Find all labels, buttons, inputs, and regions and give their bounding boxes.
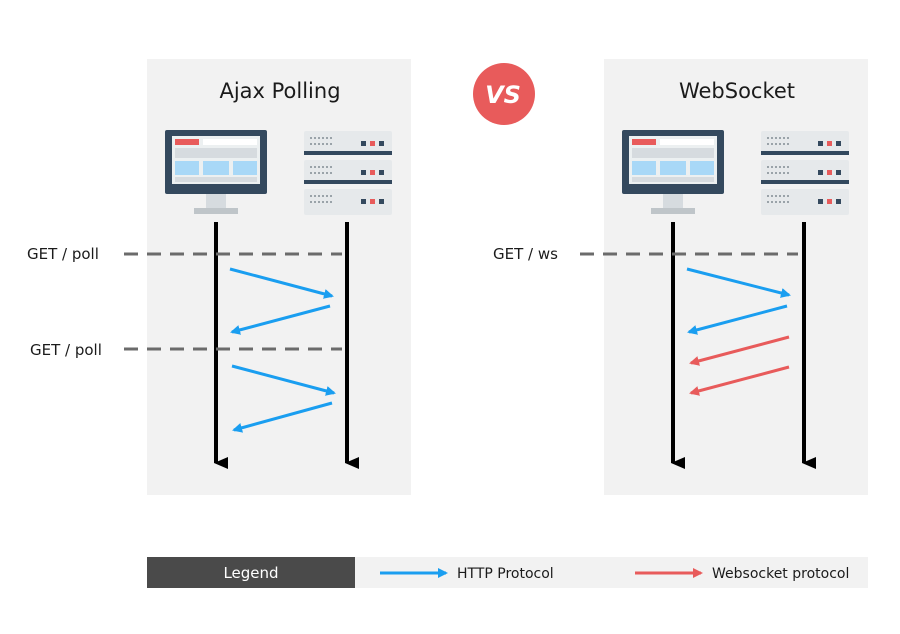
websocket-message-arrow xyxy=(689,365,790,396)
request-label: GET / poll xyxy=(30,341,102,359)
websocket-legend-label: Websocket protocol xyxy=(712,566,849,582)
websocket-panel: WebSocket xyxy=(580,59,868,495)
panel-background xyxy=(604,59,868,495)
request-label: GET / poll xyxy=(27,245,99,263)
ajax-polling-panel: Ajax Polling xyxy=(124,59,411,495)
vs-badge: VS xyxy=(473,63,535,125)
http-response-arrow xyxy=(232,401,333,433)
request-label: GET / ws xyxy=(493,245,558,263)
legend: Legend HTTP Protocol Websocket protocol xyxy=(147,557,868,588)
legend-header xyxy=(147,557,355,588)
vs-badge-label: VS xyxy=(485,81,521,109)
http-legend-label: HTTP Protocol xyxy=(457,566,554,582)
server-rack-icon xyxy=(304,131,392,215)
http-response-arrow xyxy=(687,304,788,335)
panel-title: Ajax Polling xyxy=(219,79,340,103)
websocket-message-arrow xyxy=(689,335,790,366)
http-response-arrow xyxy=(230,304,331,335)
vs-badge-circle xyxy=(473,63,535,125)
http-request-arrow xyxy=(686,267,791,298)
http-request-arrow xyxy=(229,267,334,299)
legend-title: Legend xyxy=(223,564,278,582)
panel-background xyxy=(147,59,411,495)
http-request-arrow xyxy=(231,364,336,396)
panel-title: WebSocket xyxy=(679,79,795,103)
server-rack-icon xyxy=(761,131,849,215)
